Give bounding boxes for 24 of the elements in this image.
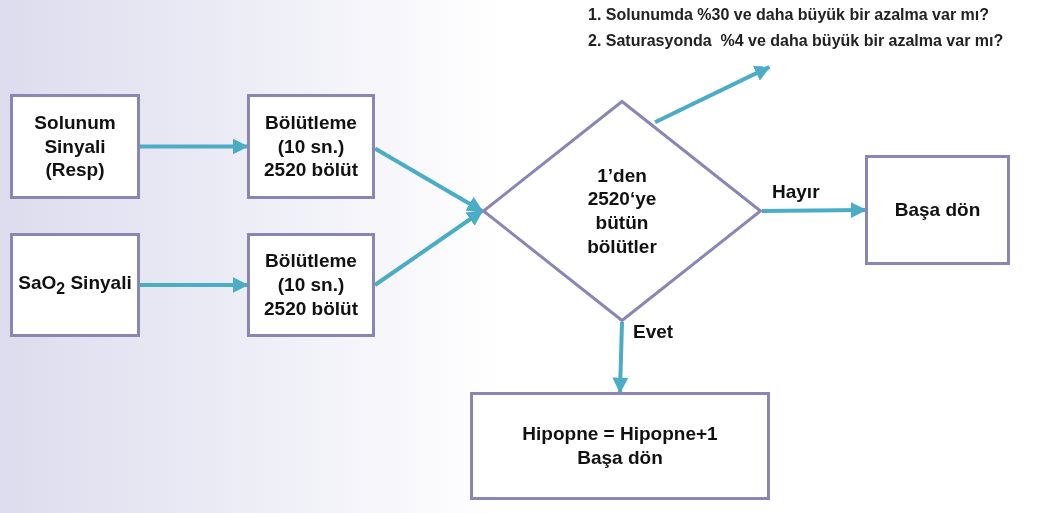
process-box	[470, 392, 770, 500]
decision-text: 1’den 2520‘ye bütün bölütler	[586, 163, 658, 259]
process-box	[247, 94, 375, 199]
node-text: Başa dön	[894, 198, 981, 222]
process-box	[10, 233, 140, 337]
arrow	[654, 65, 771, 124]
arrow	[374, 146, 484, 213]
arrow	[140, 277, 249, 293]
arrow	[373, 209, 484, 287]
arrow	[612, 321, 629, 394]
node-text: Bölütleme (10 sn.) 2520 bölüt	[263, 249, 359, 321]
process-box	[10, 94, 140, 199]
arrow	[140, 138, 249, 155]
process-box	[247, 233, 375, 337]
node-text: SaO$_{2}$ Sinyali	[18, 271, 132, 299]
node-text: Hipopne = Hipopne+1 Başa dön	[521, 422, 719, 470]
question-text: 2. Saturasyonda %4 ve daha büyük bir azalma var mı?	[588, 31, 1004, 51]
edge-label: Hayır	[772, 180, 820, 203]
question-text: 1. Solunumda %30 ve daha büyük bir azalma var mı?	[588, 5, 990, 26]
node-text: Bölütleme (10 sn.) 2520 bölüt	[263, 110, 359, 183]
process-box	[865, 155, 1010, 265]
arrow	[761, 202, 867, 219]
edge-label: Evet	[633, 321, 674, 343]
node-text: Solunum Sinyali (Resp)	[33, 110, 117, 183]
